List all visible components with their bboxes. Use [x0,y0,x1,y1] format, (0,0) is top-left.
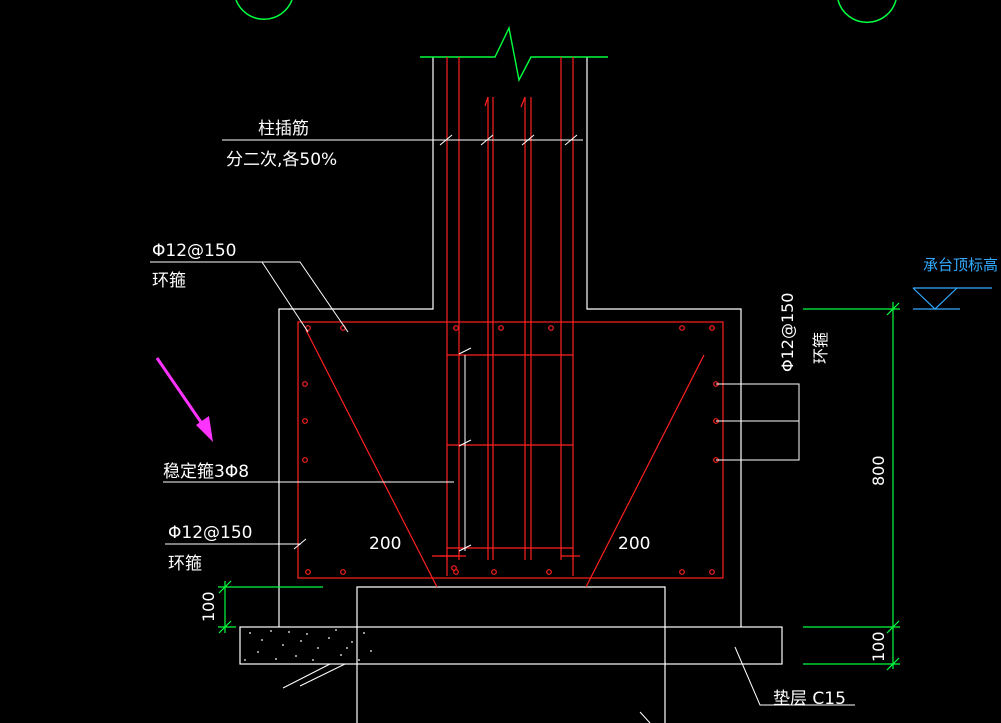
elevation-triangle-icon [912,287,992,310]
column-cap-outline-left [278,57,434,627]
concrete-outline [239,57,783,723]
column-dowel-label: 柱插筋 [258,119,309,139]
dim-100-right: 100 [869,631,888,662]
axis-bubble-left [235,0,293,20]
axis-bubbles [235,0,897,24]
dim-right-200: 200 [618,534,650,554]
stirrup-top-spec: Φ12@150 [152,241,236,261]
cushion-label: 垫层 C15 [773,689,846,709]
break-line-icon [420,25,608,83]
stirrup-right-spec: Φ12@150 [778,293,797,373]
dim-100-left: 100 [199,591,218,622]
arrow-icon [155,357,213,442]
cushion-hatch [244,629,372,661]
stirrup-top-name: 环箍 [152,271,186,291]
cap-top-level-label: 承台顶标高 [923,256,998,274]
stabilizer-label: 稳定箍3Φ8 [163,462,249,482]
stirrup-bottom-spec: Φ12@150 [168,523,252,543]
pile-outline [356,586,666,723]
cushion-layer [239,626,783,665]
leader-lines [150,134,855,723]
dimension-lines [218,302,900,671]
stirrup-bottom-name: 环箍 [168,554,202,574]
column-cap-outline-right [586,57,742,627]
earth-hatch [282,663,346,689]
rebar-section-dots [302,325,719,575]
rebar-group [297,57,724,588]
stirrup-right-name: 环箍 [811,332,830,364]
axis-bubble-right [837,0,897,24]
column-dowel-note: 分二次,各50% [226,150,337,170]
dim-left-200: 200 [369,534,401,554]
dim-800: 800 [869,455,888,486]
